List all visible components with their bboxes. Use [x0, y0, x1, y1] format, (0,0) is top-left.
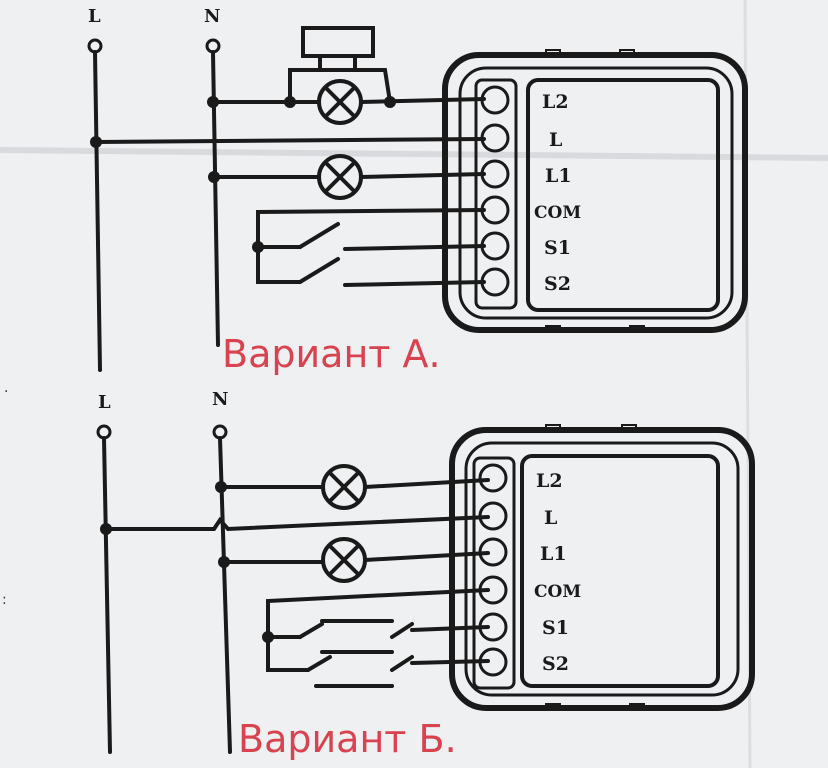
diagram-b-switch-a-icon: [298, 622, 324, 639]
diagram-b-switch-b-icon: [306, 655, 332, 672]
diagram-b-neutral-label: N: [212, 389, 228, 410]
diagram-a-caption: Вариант А.: [222, 332, 441, 376]
diagram-a-l-wire: [94, 137, 486, 144]
diagram-b-terminal-block: [472, 456, 516, 690]
screw-terminal-icon: [480, 159, 510, 189]
screw-terminal-icon: [480, 267, 510, 297]
housing-clip: [629, 325, 645, 333]
screw-terminal-icon: [478, 612, 508, 642]
diagram-b-live-wire: [102, 436, 112, 754]
diagram-a-bypass-device: [301, 26, 375, 58]
diagram-a-terminal-label-l2: L2: [542, 91, 569, 113]
diagram-b-terminal-label-com: COM: [534, 582, 581, 602]
diagram-b-switch-d-icon: [390, 655, 414, 672]
diagram-b-module-inner-outline: [464, 441, 740, 697]
diagram-a-terminal-label-s1: S1: [544, 237, 571, 259]
screw-terminal-icon: [478, 575, 508, 605]
diagram-a-l2-wire-out: [359, 97, 486, 104]
screw-terminal-icon: [478, 537, 508, 567]
diagram-a-module-housing: [442, 52, 748, 333]
paper-fold: [0, 147, 828, 161]
screw-terminal-icon: [480, 85, 510, 115]
diagram-b-live-label: L: [98, 392, 111, 413]
diagram-a-bypass-wire: [288, 68, 392, 104]
lamp-cross: [328, 544, 360, 576]
diagram-a-live-wire: [93, 50, 102, 372]
housing-clip: [545, 49, 561, 57]
diagram-a-l1-wire-out: [359, 172, 486, 179]
diagram-b-switch-c-icon: [390, 622, 414, 639]
diagram-a: L N: [87, 6, 748, 372]
screw-terminal-icon: [478, 463, 508, 493]
diagram-b-screws: [478, 463, 508, 677]
screw-terminal-icon: [478, 647, 508, 677]
diagram-a-switch-s1-icon: [298, 222, 340, 249]
diagram-b-terminal-label-l1: L1: [540, 543, 567, 565]
screw-terminal-icon: [480, 231, 510, 261]
diagram-b-module-panel: [520, 454, 720, 688]
diagram-a-live-label: L: [88, 6, 101, 27]
housing-clip: [619, 49, 635, 57]
housing-clip: [545, 325, 561, 333]
margin-mark-1: .: [4, 380, 8, 396]
housing-clip: [545, 703, 561, 711]
diagram-a-neutral-label: N: [204, 6, 220, 27]
diagram-a-switch-s2-icon: [298, 257, 340, 284]
housing-clip: [545, 424, 561, 432]
screw-terminal-icon: [480, 123, 510, 153]
diagram-b-terminal-label-l: L: [544, 507, 557, 529]
diagram-a-screws: [480, 85, 510, 297]
diagram-a-terminal-label-com: COM: [534, 203, 581, 223]
diagram-a-terminal-label-l1: L1: [545, 165, 572, 187]
housing-clip: [629, 703, 645, 711]
margin-mark-2: :: [2, 592, 7, 608]
diagram-b-caption: Вариант Б.: [238, 717, 457, 761]
lamp-cross: [328, 471, 360, 503]
diagram-b-module-housing: [449, 427, 755, 711]
diagram-b-terminal-label-s1: S1: [542, 617, 569, 639]
screw-terminal-icon: [480, 195, 510, 225]
lamp-cross: [324, 86, 356, 118]
housing-clip: [621, 424, 637, 432]
diagram-a-terminal-label-l: L: [549, 129, 562, 151]
diagram-b-terminal-label-l2: L2: [536, 470, 563, 492]
screw-terminal-icon: [478, 501, 508, 531]
diagram-b: L N: [96, 389, 755, 754]
diagram-a-terminal-label-s2: S2: [544, 273, 571, 295]
diagram-a-module-inner-outline: [458, 66, 734, 320]
lamp-cross: [324, 161, 356, 193]
diagram-b-l-wire: [104, 515, 490, 532]
diagram-a-module-panel: [526, 78, 720, 312]
diagram-b-terminal-label-s2: S2: [542, 653, 569, 675]
diagram-a-terminal-block: [474, 78, 518, 310]
